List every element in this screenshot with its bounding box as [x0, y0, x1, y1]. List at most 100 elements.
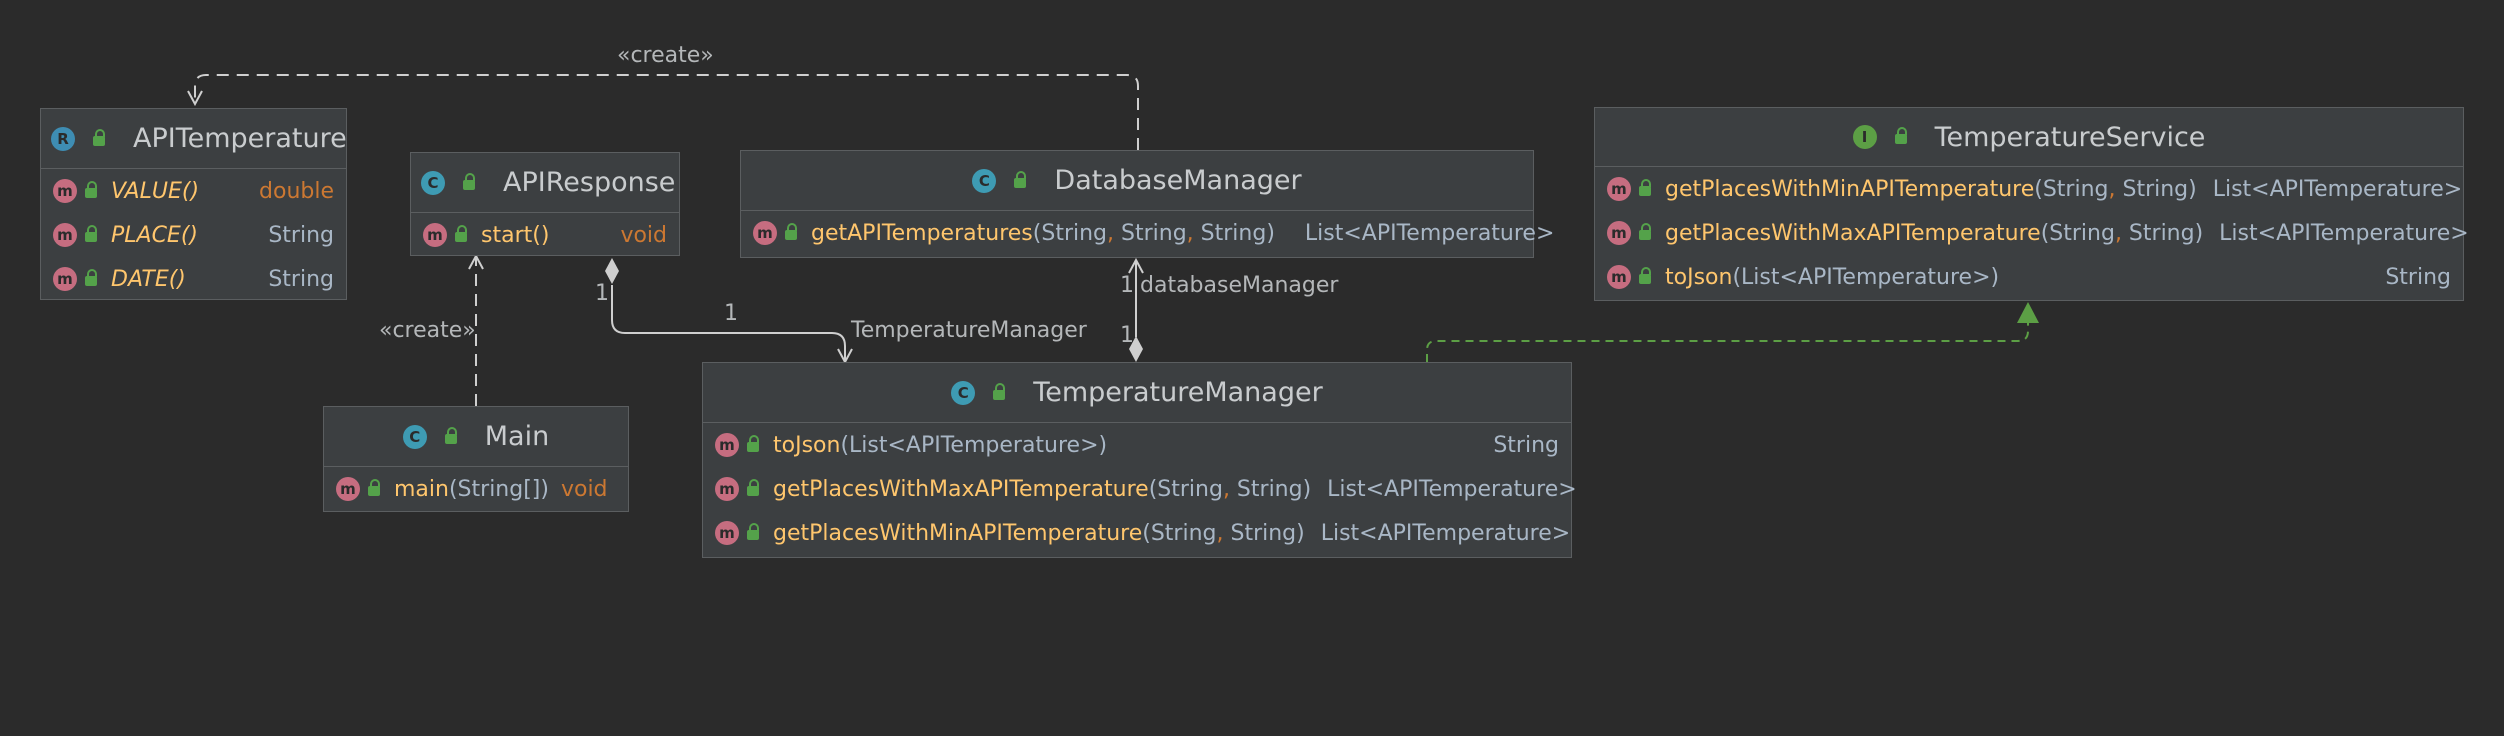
create-label-main: «create»	[379, 318, 476, 343]
method-row[interactable]: m start() void	[411, 213, 679, 257]
class-node-databasemanager[interactable]: C DatabaseManager m getAPITemperatures (…	[740, 150, 1554, 258]
interface-icon: I	[1852, 125, 1877, 149]
method-name: getPlacesWithMaxAPITemperature	[1665, 220, 2041, 246]
public-lock-icon	[444, 426, 457, 444]
public-lock-icon	[1894, 127, 1907, 144]
return-type: double	[259, 178, 334, 204]
public-lock-icon	[1639, 179, 1651, 196]
class-header: C APIResponse	[411, 153, 679, 213]
method-name: getPlacesWithMinAPITemperature	[773, 520, 1143, 546]
method-row[interactable]: m VALUE() double	[41, 169, 346, 213]
multiplicity-databasemanager-top: 1	[1120, 273, 1134, 298]
method-params: (String[])	[448, 476, 549, 502]
class-node-apitemperature[interactable]: R APITemperature m VALUE() double m PLAC…	[40, 108, 347, 300]
composition-diamond-temperaturemanager	[1129, 336, 1143, 362]
composition-edge-apiresponse-to-temperaturemanager	[611, 285, 845, 362]
param-separator: ,	[2108, 176, 2116, 202]
public-lock-icon	[785, 223, 797, 240]
class-node-apiresponse[interactable]: C APIResponse m start() void	[410, 152, 680, 256]
public-lock-icon	[85, 225, 97, 242]
public-lock-icon	[747, 435, 759, 452]
method-name: getAPITemperatures	[811, 220, 1033, 246]
return-type: void	[560, 476, 608, 502]
public-lock-icon	[747, 523, 759, 540]
return-type: List<APITemperature>	[1327, 476, 1577, 502]
param-separator: ,	[1186, 220, 1194, 246]
method-row[interactable]: m getPlacesWithMaxAPITemperature (String…	[703, 467, 1577, 511]
method-icon: m	[1607, 221, 1631, 245]
method-row[interactable]: m toJson (List<APITemperature>) String	[1595, 255, 2463, 299]
class-header: C Main	[324, 407, 628, 467]
public-lock-icon	[747, 479, 759, 496]
return-type: void	[620, 222, 667, 248]
method-params: (List<APITemperature>)	[1732, 264, 2000, 290]
method-name: toJson	[773, 432, 841, 458]
class-node-temperaturemanager[interactable]: C TemperatureManager m toJson (List<APIT…	[702, 362, 1577, 558]
class-header: R APITemperature	[41, 109, 347, 169]
method-icon: m	[336, 477, 360, 501]
param-separator: ,	[1222, 476, 1230, 502]
create-label-top: «create»	[617, 43, 714, 68]
param-separator: ,	[1107, 220, 1115, 246]
method-row[interactable]: m getPlacesWithMaxAPITemperature (String…	[1595, 211, 2469, 255]
return-type: String	[1493, 432, 1559, 458]
public-lock-icon	[1639, 223, 1651, 240]
class-name: Main	[484, 421, 550, 452]
class-name: DatabaseManager	[1054, 165, 1302, 196]
class-icon: C	[972, 168, 997, 193]
method-name: PLACE()	[111, 222, 199, 248]
method-row[interactable]: m getPlacesWithMinAPITemperature (String…	[703, 511, 1571, 555]
public-lock-icon	[368, 479, 380, 496]
method-row[interactable]: m getPlacesWithMinAPITemperature (String…	[1595, 167, 2463, 211]
method-icon: m	[423, 223, 447, 247]
method-icon: m	[53, 267, 77, 291]
method-icon: m	[715, 433, 739, 457]
multiplicity-apiresponse: 1	[595, 281, 609, 306]
method-params: (String, String)	[2034, 176, 2197, 202]
class-header: C TemperatureManager	[703, 363, 1571, 423]
method-icon: m	[1607, 177, 1631, 201]
public-lock-icon	[85, 269, 97, 286]
method-params: (String, String)	[2040, 220, 2204, 246]
method-name: DATE()	[111, 266, 186, 292]
method-icon: m	[753, 221, 777, 245]
method-row[interactable]: m main (String[]) void	[324, 467, 628, 511]
method-row[interactable]: m DATE() String	[41, 257, 346, 301]
method-icon: m	[1607, 265, 1631, 289]
composition-diamond-apiresponse	[605, 258, 619, 284]
class-node-main[interactable]: C Main m main (String[]) void	[323, 406, 629, 512]
public-lock-icon	[993, 382, 1006, 400]
public-lock-icon	[1639, 267, 1651, 284]
class-node-temperatureservice[interactable]: I TemperatureService m getPlacesWithMinA…	[1594, 107, 2469, 301]
class-name: TemperatureService	[1934, 121, 2206, 153]
class-icon: C	[402, 424, 427, 449]
method-icon: m	[715, 521, 739, 545]
return-type: String	[268, 222, 334, 248]
public-lock-icon	[1014, 170, 1027, 188]
role-temperaturemanager: TemperatureManager	[851, 318, 1087, 343]
return-type: String	[2385, 264, 2451, 290]
method-row[interactable]: m getAPITemperatures (String, String, St…	[741, 211, 1554, 255]
role-databasemanager: databaseManager	[1140, 273, 1339, 298]
method-name: VALUE()	[111, 178, 200, 204]
create-edge-database-to-apitemperature	[195, 74, 1139, 150]
method-icon: m	[715, 477, 739, 501]
multiplicity-temperaturemanager: 1	[724, 301, 738, 326]
method-row[interactable]: m PLACE() String	[41, 213, 346, 257]
method-row[interactable]: m toJson (List<APITemperature>) String	[703, 423, 1571, 467]
method-params: (List<APITemperature>)	[840, 432, 1108, 458]
param-separator: ,	[2114, 220, 2122, 246]
class-header: I TemperatureService	[1595, 108, 2463, 167]
method-icon: m	[53, 179, 77, 203]
method-params: (String, String, String)	[1032, 220, 1275, 246]
return-type: String	[268, 266, 334, 292]
return-type: List<APITemperature>	[2212, 176, 2463, 202]
class-icon: C	[951, 380, 976, 405]
return-type: List<APITemperature>	[1304, 220, 1555, 246]
implements-arrowhead	[2017, 302, 2039, 323]
class-icon: C	[421, 170, 445, 195]
class-name: TemperatureManager	[1033, 377, 1323, 408]
class-name: APITemperature	[133, 123, 347, 154]
return-type: List<APITemperature>	[1320, 520, 1571, 546]
